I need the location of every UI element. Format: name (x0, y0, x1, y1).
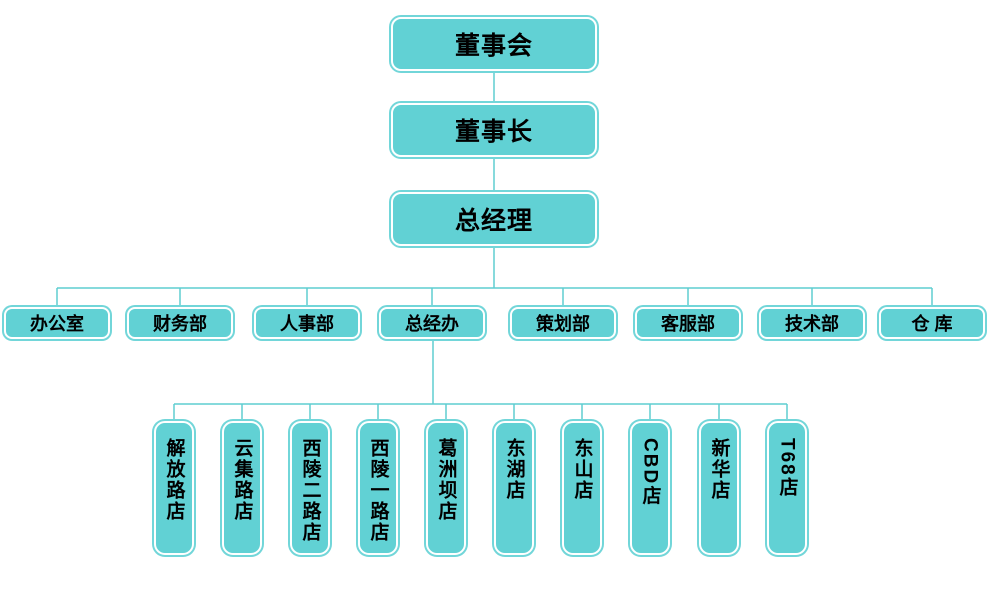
org-node-store-gezhouba: 葛洲坝店 (426, 421, 466, 555)
org-node-store-dongshan: 东山店 (562, 421, 602, 555)
store-label: 东湖店 (503, 438, 525, 501)
store-label: 新华店 (708, 438, 730, 501)
org-node-store-yunjilu: 云集路店 (222, 421, 262, 555)
store-label: 西陵二路店 (299, 438, 321, 543)
org-node-dept-customer-service: 客服部 (635, 307, 741, 339)
store-label: 云集路店 (231, 438, 253, 522)
org-node-chairman: 董事长 (391, 103, 597, 157)
org-node-dept-hr: 人事部 (254, 307, 360, 339)
org-node-board: 董事会 (391, 17, 597, 71)
org-node-dept-gm-office: 总经办 (379, 307, 485, 339)
org-node-dept-planning: 策划部 (510, 307, 616, 339)
org-node-dept-warehouse: 仓 库 (879, 307, 985, 339)
org-node-store-xinhua: 新华店 (699, 421, 739, 555)
store-label: 葛洲坝店 (435, 438, 457, 522)
org-node-store-cbd: CBD店 (630, 421, 670, 555)
org-node-dept-technology: 技术部 (759, 307, 865, 339)
org-node-store-xiling2lu: 西陵二路店 (290, 421, 330, 555)
org-node-store-donghu: 东湖店 (494, 421, 534, 555)
store-label: 东山店 (571, 438, 593, 501)
store-label: CBD店 (639, 438, 661, 507)
store-label: 解放路店 (163, 438, 185, 522)
org-node-dept-finance: 财务部 (127, 307, 233, 339)
store-label: 西陵一路店 (367, 438, 389, 543)
org-node-store-jiefanglu: 解放路店 (154, 421, 194, 555)
org-node-dept-office: 办公室 (4, 307, 110, 339)
org-node-store-t68: T68店 (767, 421, 807, 555)
store-label: T68店 (776, 438, 798, 498)
org-node-store-xiling1lu: 西陵一路店 (358, 421, 398, 555)
org-node-general-manager: 总经理 (391, 192, 597, 246)
